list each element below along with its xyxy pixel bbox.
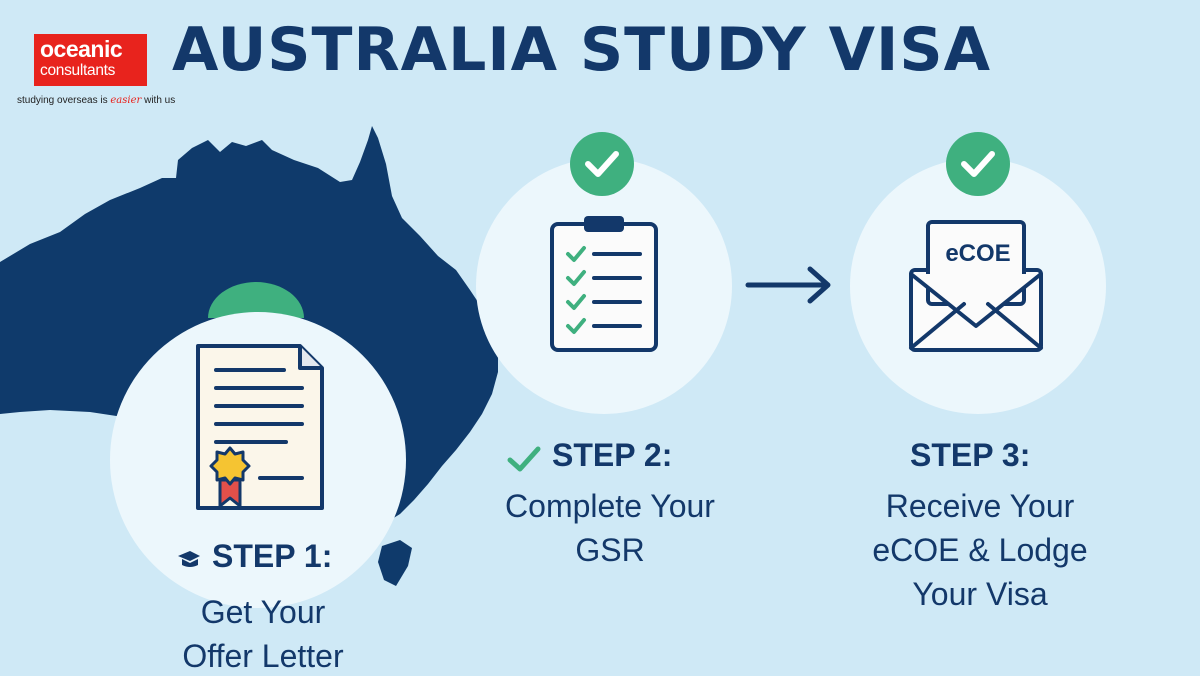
step3-desc-line1: Receive Your [885,488,1075,524]
step1-cap [208,282,304,318]
step3-check-badge [946,132,1010,196]
step3-label: STEP 3: [910,437,1031,473]
step2-check-badge [570,132,634,196]
tagline-pre: studying overseas is [17,95,111,106]
step2-label: STEP 2: [552,437,673,473]
offer-letter-certificate-icon [196,344,324,510]
arrow-right-icon [745,266,831,304]
page-title: AUSTRALIA STUDY VISA [172,15,992,85]
step2-desc-line1: Complete Your [505,488,715,524]
check-icon [507,446,541,472]
brand-line2: consultants [40,62,116,79]
step3-desc-line2: eCOE & Lodge [872,532,1088,568]
tagline-post: with us [141,95,176,106]
step2-desc: Complete Your GSR [455,484,765,572]
step1-desc: Get Your Offer Letter [110,590,416,676]
envelope-ecoe-icon [909,220,1043,352]
brand-logo: oceanic consultants [34,34,147,86]
step3-desc: Receive Your eCOE & Lodge Your Visa [830,484,1130,616]
step1-label: STEP 1: [212,538,333,574]
step1-desc-line1: Get Your [200,594,326,630]
step3-desc-line3: Your Visa [912,576,1048,612]
brand-tagline: studying overseas is easier with us [17,95,175,106]
step2-desc-line2: GSR [575,532,645,568]
graduation-cap-icon [178,551,200,567]
envelope-label: eCOE [945,240,1011,267]
clipboard-checklist-icon [550,216,658,352]
brand-line1: oceanic [40,36,123,62]
tagline-emph: easier [110,95,142,106]
step1-desc-line2: Offer Letter [182,638,344,674]
